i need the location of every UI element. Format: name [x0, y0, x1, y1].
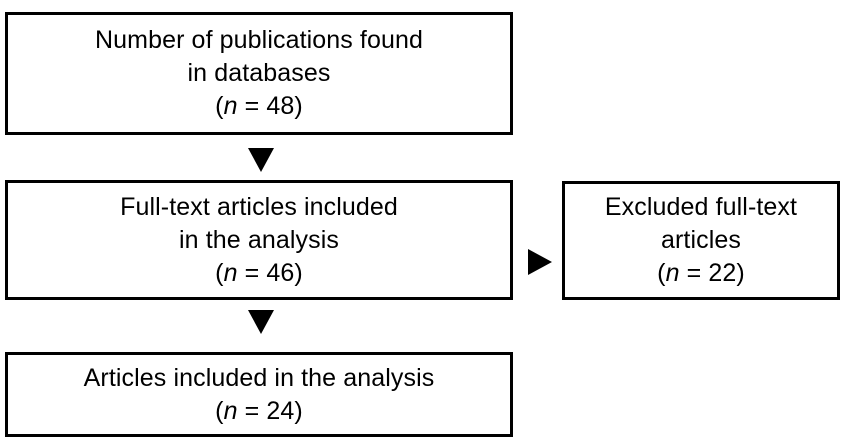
- records-found-count-equals: =: [237, 92, 267, 120]
- excluded-fulltext-count-value: 22: [708, 259, 737, 287]
- articles-included-count-equals: =: [237, 396, 267, 425]
- fulltext-included-count: (n = 46): [215, 257, 303, 290]
- fulltext-included-count-value: 46: [266, 258, 295, 287]
- articles-included-line-1: Articles included in the analysis: [83, 363, 435, 392]
- excluded-fulltext-line-2: articles: [661, 226, 741, 254]
- articles-included-count-open: (: [215, 396, 224, 425]
- arrow-down-icon-fulltext-to-articles: [248, 310, 274, 334]
- flow-box-articles-included: Articles included in the analysis (n = 2…: [5, 352, 513, 437]
- flow-box-excluded-fulltext: Excluded full-text articles (n = 22): [562, 181, 840, 300]
- fulltext-included-line-2: in the analysis: [179, 225, 339, 254]
- records-found-count: (n = 48): [215, 90, 303, 123]
- records-found-line-2: in databases: [187, 59, 331, 87]
- fulltext-included-count-equals: =: [237, 258, 267, 287]
- fulltext-included-count-symbol: n: [223, 258, 238, 287]
- fulltext-included-count-close: ): [294, 258, 303, 287]
- flow-box-fulltext-included: Full-text articles included in the analy…: [5, 180, 513, 300]
- records-found-count-value: 48: [266, 92, 295, 120]
- excluded-fulltext-count-close: ): [736, 259, 745, 287]
- records-found-count-close: ): [294, 92, 303, 120]
- flow-box-records-found: Number of publications found in database…: [5, 12, 513, 135]
- arrow-down-icon-found-to-fulltext: [248, 148, 274, 172]
- excluded-fulltext-count: (n = 22): [657, 257, 745, 290]
- articles-included-count-symbol: n: [223, 396, 238, 425]
- articles-included-count-value: 24: [266, 396, 295, 425]
- fulltext-included-line-1: Full-text articles included: [120, 192, 398, 221]
- records-found-line-1: Number of publications found: [95, 26, 423, 54]
- fulltext-included-count-open: (: [215, 258, 224, 287]
- articles-included-count-close: ): [294, 396, 303, 425]
- excluded-fulltext-count-open: (: [657, 259, 666, 287]
- records-found-count-open: (: [215, 92, 224, 120]
- articles-included-count: (n = 24): [215, 395, 303, 428]
- excluded-fulltext-line-1: Excluded full-text: [604, 193, 798, 221]
- records-found-count-symbol: n: [223, 92, 238, 120]
- excluded-fulltext-count-symbol: n: [665, 259, 680, 287]
- excluded-fulltext-count-equals: =: [679, 259, 709, 287]
- arrow-right-icon-fulltext-to-excluded: [528, 249, 552, 275]
